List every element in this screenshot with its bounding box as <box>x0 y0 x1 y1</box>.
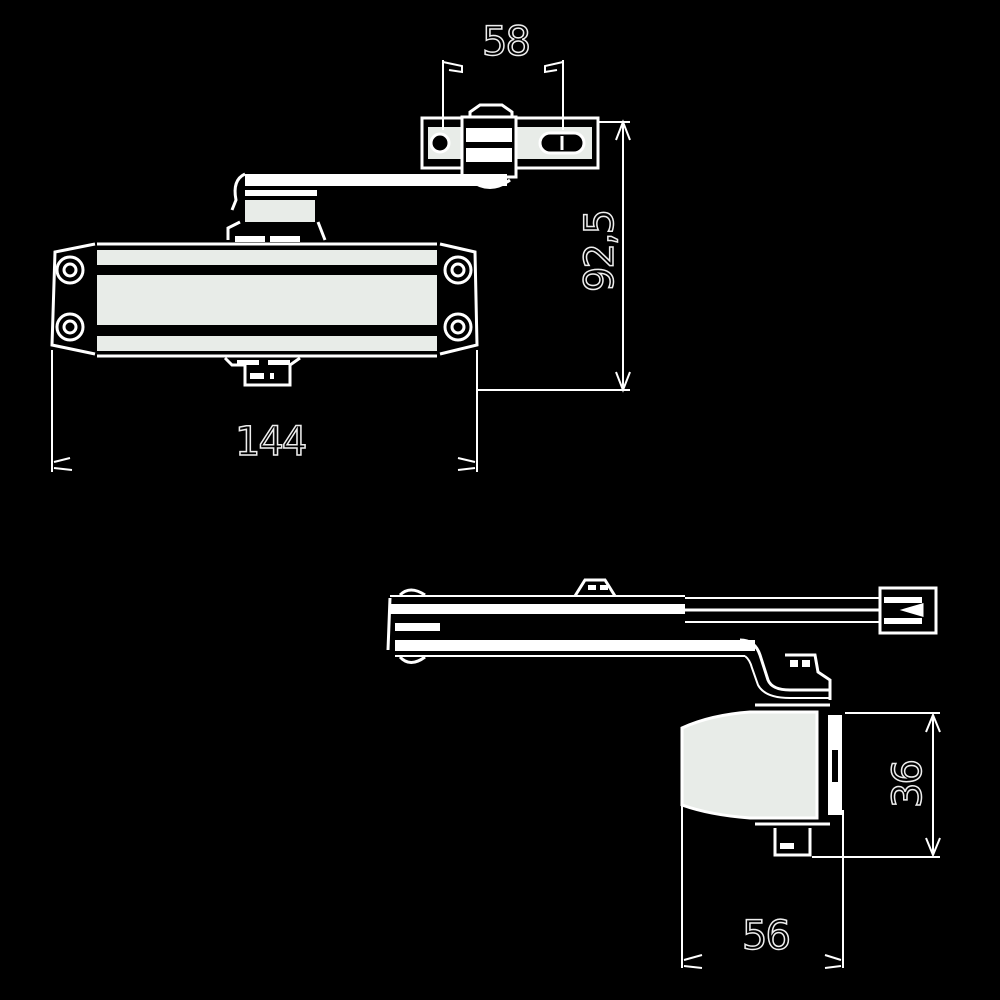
dimension-label-92-5: 92,5 <box>576 210 624 293</box>
bottom-pivot <box>223 356 301 387</box>
arm-assembly <box>386 578 938 700</box>
dimension-label-56: 56 <box>741 913 791 959</box>
front-view <box>50 103 600 387</box>
dimension-36 <box>812 712 941 858</box>
dimension-92-5 <box>477 119 631 393</box>
dimension-56 <box>681 805 844 969</box>
closer-body-top <box>680 703 842 857</box>
closer-body <box>50 242 479 358</box>
dimension-label-36: 36 <box>884 760 932 808</box>
top-view <box>386 578 938 857</box>
dimension-58 <box>442 60 564 130</box>
dimension-144 <box>51 350 478 472</box>
arm <box>226 172 507 242</box>
dimension-label-144: 144 <box>234 419 308 465</box>
dimension-label-58: 58 <box>481 19 531 65</box>
